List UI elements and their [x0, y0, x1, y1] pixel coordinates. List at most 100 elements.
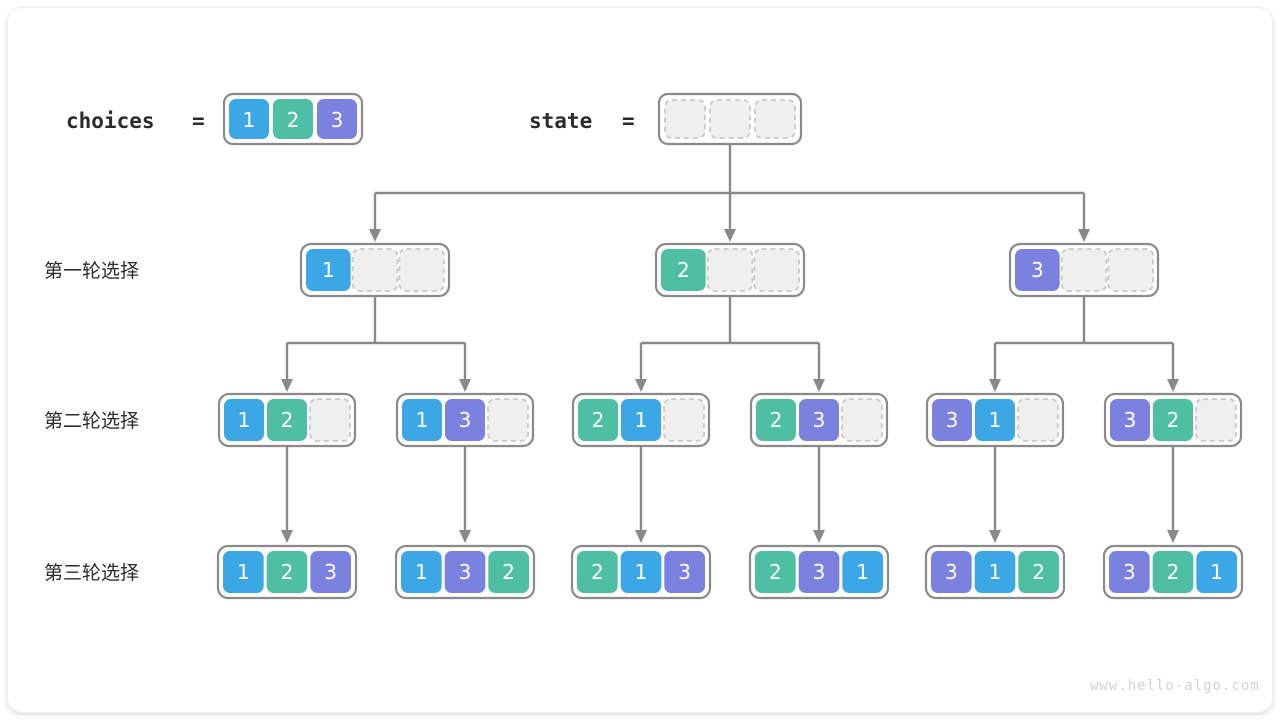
node-cell-0-fill	[224, 399, 264, 441]
node-cell-1-fill	[974, 551, 1016, 593]
node-cell-2-fill	[488, 551, 529, 593]
node-cell-0-label: 2	[677, 258, 690, 282]
node-cell-1-fill	[266, 551, 308, 593]
row-label-level3: 第三轮选择	[44, 562, 139, 584]
node-cell-0-label: 2	[591, 560, 604, 584]
node-cell-1-empty	[1060, 248, 1108, 292]
choices-cell-0-fill	[229, 99, 269, 139]
state-cell-1-empty	[709, 99, 751, 139]
watermark-text: www.hello-algo.com	[1090, 678, 1260, 694]
node-cell-0-fill	[306, 249, 351, 291]
node-cell-1-label: 2	[281, 408, 294, 432]
arrowhead-icon	[1167, 530, 1179, 543]
node-cell-0-fill	[578, 399, 618, 441]
choices-cell-2-label: 3	[331, 108, 344, 132]
node-cell-1-label: 1	[635, 560, 648, 584]
node-cell-1-fill	[798, 551, 840, 593]
node-cell-2-label: 1	[856, 560, 869, 584]
node-cell-0-fill	[931, 551, 972, 593]
node-cell-2-label: 1	[1210, 560, 1223, 584]
node-cell-2-empty	[1107, 248, 1154, 292]
tree-node-level1-1: 1	[299, 242, 451, 298]
state-cell-0-empty	[664, 99, 706, 139]
state-label: state	[529, 109, 592, 133]
node-cell-2-empty	[753, 248, 800, 292]
diagram-frame: choices = 1 2 3 state =	[8, 8, 1272, 712]
node-cell-1-fill	[975, 399, 1015, 441]
node-cell-1-fill	[1152, 551, 1194, 593]
choices-cell-1-label: 2	[287, 108, 300, 132]
row-label-level2: 第二轮选择	[44, 410, 139, 432]
node-cell-1-empty	[706, 248, 754, 292]
state-array	[657, 92, 803, 146]
node-cell-0-label: 2	[769, 560, 782, 584]
node-cell-2-empty	[309, 398, 351, 442]
backtracking-tree-diagram: choices = 1 2 3 state =	[44, 92, 1260, 694]
choices-cell-0: 1	[229, 99, 269, 139]
node-cell-0-fill	[661, 249, 706, 291]
node-cell-0-fill	[401, 551, 442, 593]
arrowhead-icon	[459, 530, 471, 543]
choices-cell-2-fill	[317, 99, 357, 139]
node-cell-0-label: 2	[770, 408, 783, 432]
tree-node-level1-3: 3	[1008, 242, 1160, 298]
row-label-level1: 第一轮选择	[44, 260, 139, 282]
connector-level1-to-level2	[281, 295, 1179, 392]
node-cell-2-fill	[1196, 551, 1237, 593]
choices-cell-1-fill	[273, 99, 313, 139]
node-cell-0-label: 1	[237, 560, 250, 584]
node-cell-0-label: 3	[1031, 258, 1044, 282]
arrowhead-icon	[813, 379, 825, 392]
node-cell-0-fill	[755, 551, 796, 593]
node-cell-1-fill	[444, 551, 486, 593]
node-cell-0-label: 1	[415, 560, 428, 584]
node-cell-0-label: 1	[416, 408, 429, 432]
arrowhead-icon	[635, 530, 647, 543]
tree-node-level3-6: 3 2 1	[1102, 544, 1244, 600]
state-cell-2-empty	[754, 99, 796, 139]
node-cell-0-fill	[1015, 249, 1060, 291]
arrowhead-icon	[281, 530, 293, 543]
choices-cell-1: 2	[273, 99, 313, 139]
node-cell-0-fill	[932, 399, 972, 441]
node-cell-1-label: 3	[813, 408, 826, 432]
node-cell-0-label: 3	[945, 560, 958, 584]
choices-cell-0-label: 1	[243, 108, 256, 132]
node-cell-0-label: 3	[1124, 408, 1137, 432]
choices-array: 1 2 3	[222, 92, 364, 146]
node-cell-2-label: 2	[1032, 560, 1045, 584]
node-cell-2-empty	[841, 398, 883, 442]
node-cell-1-fill	[445, 399, 485, 441]
node-cell-1-fill	[267, 399, 307, 441]
node-cell-0-fill	[402, 399, 442, 441]
arrowhead-icon	[989, 379, 1001, 392]
node-cell-1-label: 2	[281, 560, 294, 584]
node-cell-1-label: 1	[635, 408, 648, 432]
node-cell-2-fill	[310, 551, 351, 593]
arrowhead-icon	[989, 530, 1001, 543]
connector-level2-to-level3	[281, 445, 1179, 543]
node-cell-2-empty	[1195, 398, 1237, 442]
node-cell-0-label: 2	[592, 408, 605, 432]
node-cell-2-empty	[663, 398, 705, 442]
node-cell-2-empty	[398, 248, 445, 292]
node-cell-1-fill	[621, 399, 661, 441]
node-cell-0-fill	[577, 551, 618, 593]
node-cell-1-label: 1	[989, 408, 1002, 432]
node-cell-1-label: 2	[1167, 560, 1180, 584]
choices-cell-2: 3	[317, 99, 357, 139]
node-cell-0-label: 3	[1123, 560, 1136, 584]
